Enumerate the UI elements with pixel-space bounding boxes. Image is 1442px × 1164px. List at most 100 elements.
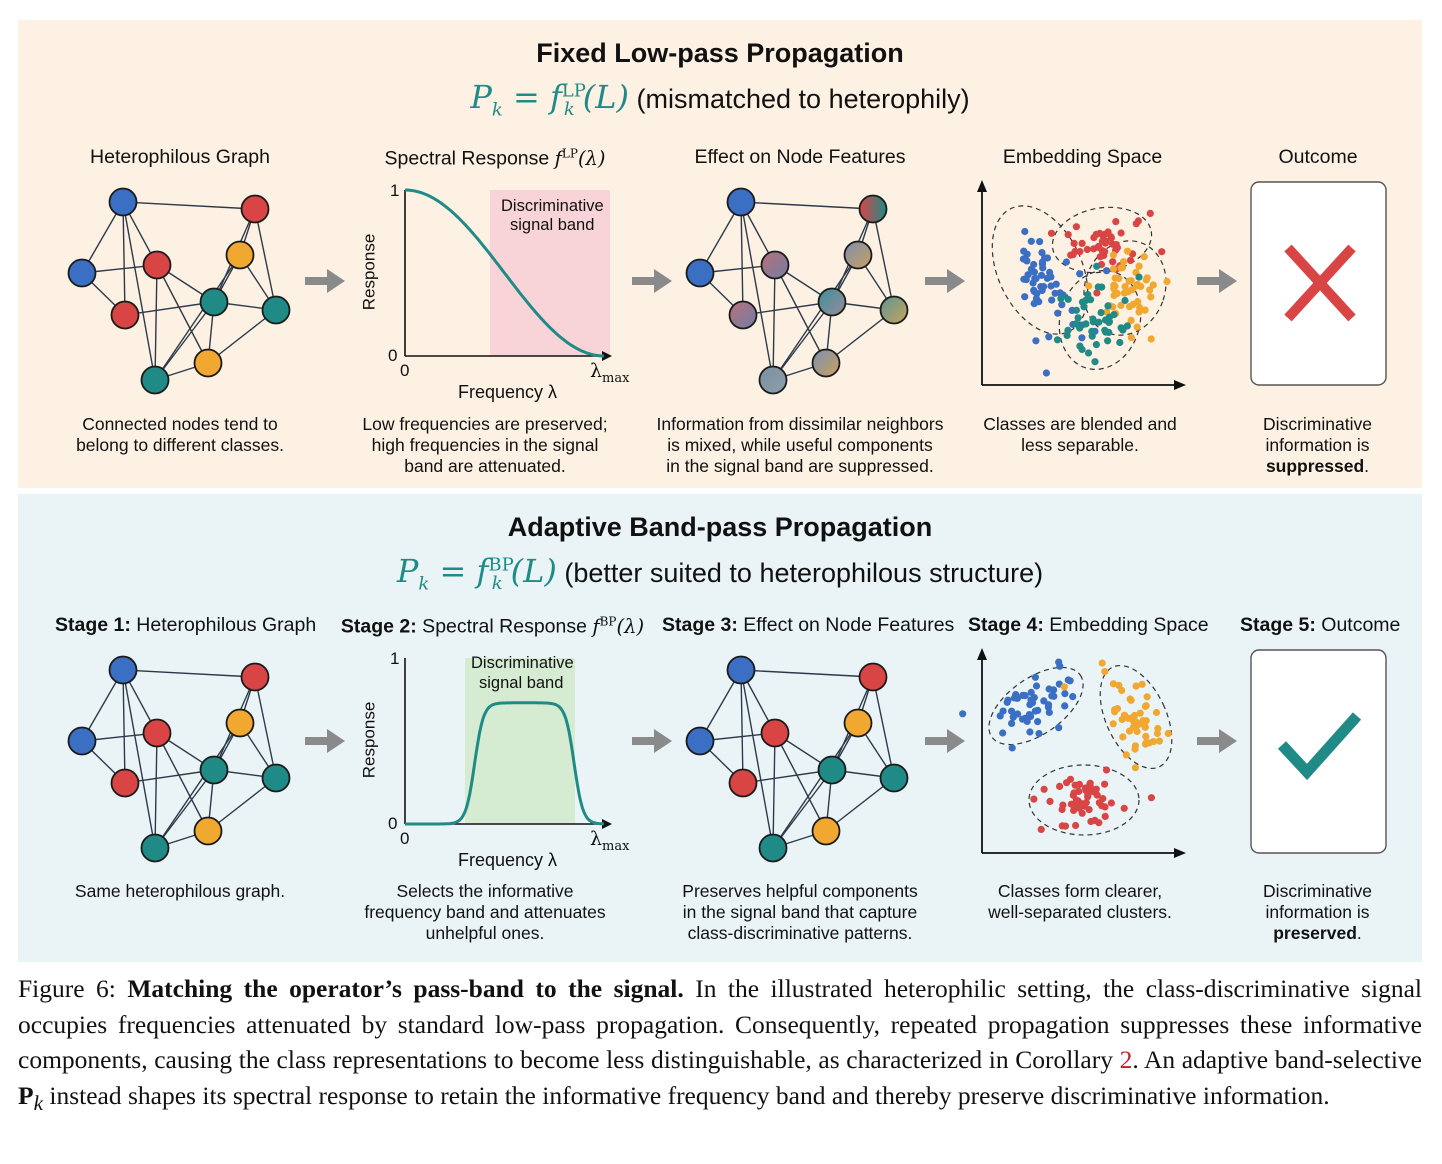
stage-title: Stage 3: Effect on Node Features — [662, 614, 955, 636]
graph-edge — [740, 669, 744, 784]
arrow-icon — [305, 729, 345, 753]
embedding-point — [1062, 258, 1070, 266]
embedding-point — [1042, 369, 1050, 377]
graph-node — [811, 816, 841, 846]
x-tick-label: λmax — [590, 828, 630, 854]
graph-node — [879, 763, 909, 793]
band-label: Discriminative — [501, 197, 604, 215]
embedding-point — [1063, 331, 1071, 340]
embedding-point — [1098, 247, 1106, 255]
y-tick-label: 0 — [388, 814, 398, 833]
embedding-point — [1101, 812, 1109, 821]
embedding-point — [1090, 245, 1098, 253]
graph-edge — [740, 201, 874, 210]
graph-node — [225, 240, 255, 270]
embedding-point — [1109, 720, 1117, 728]
embedding-point — [1127, 316, 1135, 324]
embedding-point — [1055, 724, 1063, 732]
embedding-point — [1032, 682, 1041, 690]
graph-edge — [156, 732, 209, 832]
embedding-point — [1119, 733, 1127, 741]
embedding-point — [1070, 806, 1078, 815]
graph-node — [240, 194, 270, 224]
embedding-point — [1104, 337, 1112, 345]
embedding-point — [1141, 702, 1149, 711]
embedding-point — [1126, 695, 1134, 703]
graph-node — [140, 833, 170, 863]
graph-node — [225, 708, 255, 738]
graph-edge — [742, 301, 833, 316]
spectral-plot — [404, 658, 612, 829]
embedding-point — [1048, 692, 1056, 700]
embedding-point — [1126, 256, 1135, 264]
stage-title: Stage 5: Outcome — [1240, 614, 1401, 636]
arrow-icon — [632, 269, 672, 293]
embedding-point — [1057, 295, 1065, 303]
graph-node — [240, 662, 270, 692]
graph-node — [726, 187, 756, 217]
graph-edge — [254, 208, 277, 311]
graph-node — [728, 300, 758, 330]
y-axis-arrow — [977, 180, 987, 192]
embedding-point — [1133, 721, 1141, 729]
x-axis-label: Frequency λ — [458, 850, 558, 870]
embedding-point — [1047, 229, 1056, 237]
graph-edge — [872, 208, 895, 311]
embedding-point — [1146, 209, 1154, 217]
embedding-point — [1135, 308, 1143, 316]
check-icon — [1277, 712, 1362, 781]
embedding-point — [1109, 251, 1117, 259]
stage-title: Spectral Response fLP(λ) — [384, 146, 606, 170]
embedding-point — [1076, 248, 1084, 256]
graph-node — [108, 655, 138, 685]
embedding-point — [1141, 723, 1149, 731]
embedding-point — [1078, 334, 1086, 342]
embedding-point — [1080, 802, 1089, 810]
embedding-point — [1102, 766, 1111, 774]
embedding-point — [1008, 719, 1016, 728]
embedding-point — [1008, 744, 1016, 752]
embedding-point — [1014, 710, 1022, 718]
embedding-point — [1127, 334, 1135, 342]
graph-edge — [772, 301, 833, 381]
embedding-point — [1064, 231, 1072, 239]
embedding-point — [1074, 314, 1082, 322]
embedding-point — [1111, 708, 1119, 716]
graph-edge — [872, 676, 895, 779]
graph-edge — [122, 201, 156, 381]
embedding-point — [1004, 696, 1012, 704]
stage-caption: Same heterophilous graph. — [74, 881, 286, 901]
embedding-point — [1041, 254, 1049, 262]
graph-edge — [740, 669, 774, 849]
embedding-point — [1048, 296, 1056, 304]
band-label: signal band — [510, 216, 595, 234]
graph-node — [261, 295, 291, 325]
x-axis-arrow — [1174, 848, 1186, 858]
embedding-point — [1147, 335, 1155, 343]
arrow-icon — [1197, 269, 1237, 293]
y-axis-arrow — [977, 648, 987, 660]
embedding-point — [1078, 345, 1086, 354]
embedding-point — [1056, 289, 1064, 297]
y-axis-label: Response — [359, 701, 379, 779]
embedding-point — [1092, 341, 1100, 349]
embedding-point — [1093, 289, 1101, 297]
signal-band — [465, 658, 575, 824]
embedding-point — [1135, 273, 1143, 281]
embedding-point — [1072, 821, 1080, 830]
graph-node — [726, 655, 756, 685]
embedding-point — [1101, 316, 1110, 324]
embedding-point — [1095, 799, 1103, 807]
stage-title: Stage 2: Spectral Response fBP(λ) — [340, 614, 645, 638]
embedding-point — [1096, 253, 1104, 261]
embedding-point — [1045, 708, 1053, 717]
embedding-point — [1117, 301, 1125, 309]
graph-edge — [772, 254, 859, 381]
embedding-point — [1133, 323, 1141, 331]
corollary-link[interactable]: 2 — [1119, 1045, 1133, 1074]
embedding-point — [1026, 728, 1034, 736]
